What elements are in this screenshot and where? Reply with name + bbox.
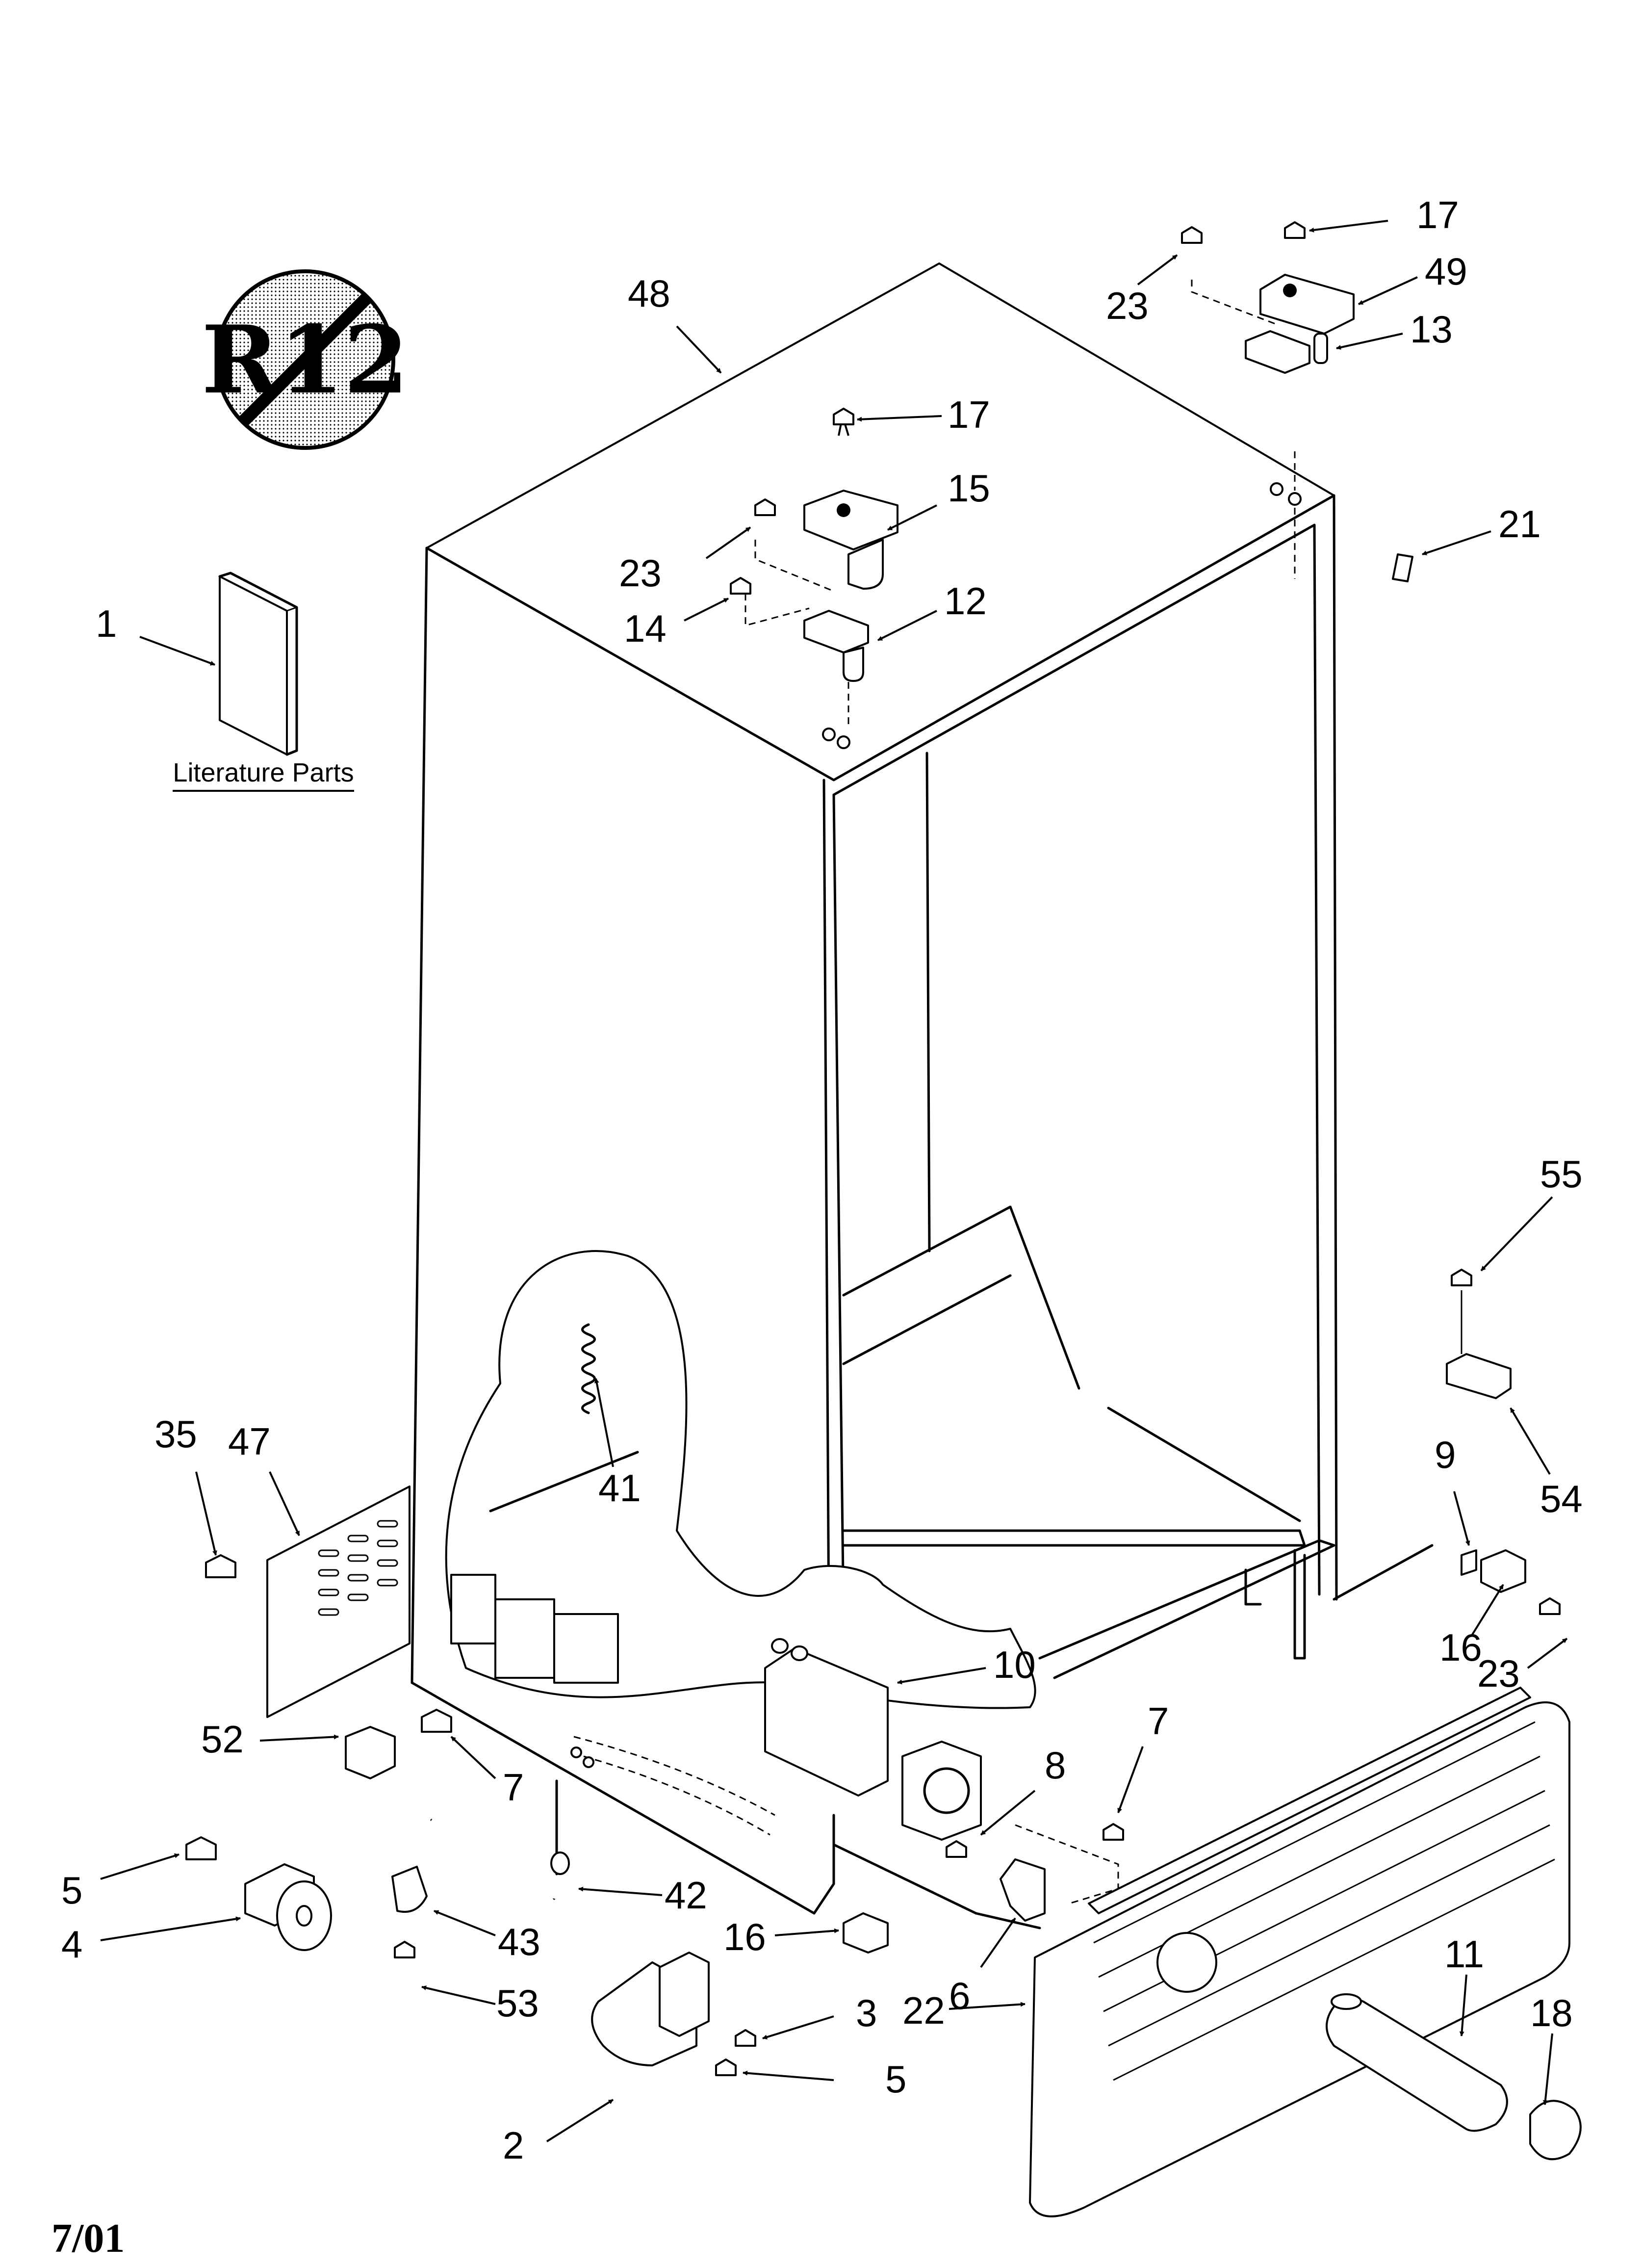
callout-11: 11: [1444, 1932, 1484, 1976]
callout-3: 3: [856, 1991, 877, 2034]
callout-55: 55: [1540, 1152, 1583, 1196]
callout-2: 2: [503, 2124, 524, 2167]
callout-10: 10: [993, 1643, 1036, 1686]
callout-8: 8: [1045, 1744, 1066, 1787]
callout-arrows: [100, 220, 1568, 2142]
callout-16a: 16: [1439, 1626, 1482, 1669]
callout-18: 18: [1530, 1991, 1573, 2034]
callout-23a: 23: [619, 551, 662, 595]
callout-1: 1: [96, 602, 117, 645]
callout-52: 52: [201, 1718, 244, 1761]
callout-47: 47: [228, 1420, 271, 1463]
callout-5a: 5: [61, 1869, 82, 1912]
callout-7b: 7: [1148, 1699, 1169, 1743]
lower-parts: [185, 1269, 1582, 2217]
callout-53: 53: [496, 1981, 539, 2025]
literature-booklet: Literature Parts: [173, 572, 354, 792]
hinge-parts: [730, 221, 1413, 749]
callout-17b: 17: [1416, 193, 1459, 236]
callout-22: 22: [902, 1989, 945, 2032]
callout-54: 54: [1540, 1477, 1583, 1520]
callout-4: 4: [61, 1923, 82, 1966]
callout-42: 42: [665, 1874, 707, 1917]
callout-48: 48: [628, 272, 670, 315]
callout-5b: 5: [885, 2058, 906, 2101]
callout-9: 9: [1435, 1433, 1456, 1476]
callout-7a: 7: [503, 1766, 524, 1809]
callout-43: 43: [498, 1920, 540, 1963]
callout-21: 21: [1498, 502, 1541, 546]
callout-23c: 23: [1477, 1652, 1520, 1695]
callout-41: 41: [598, 1466, 641, 1510]
callout-49: 49: [1425, 250, 1467, 293]
callout-13: 13: [1410, 308, 1453, 351]
callout-labels: 1 48 17 15 23 14 12 23 17 49 13 21 55 54…: [61, 193, 1583, 2167]
callout-35: 35: [154, 1412, 197, 1456]
callout-16b: 16: [723, 1915, 766, 1958]
literature-label: Literature Parts: [173, 758, 354, 787]
callout-14: 14: [624, 607, 667, 650]
revision-date: 7/01: [51, 2216, 125, 2261]
no-r12-logo: R12: [202, 269, 409, 450]
callout-6: 6: [949, 1974, 970, 2017]
callout-17a: 17: [948, 393, 990, 436]
callout-15: 15: [948, 467, 990, 510]
callout-23b: 23: [1106, 284, 1149, 327]
callout-12: 12: [944, 579, 987, 623]
